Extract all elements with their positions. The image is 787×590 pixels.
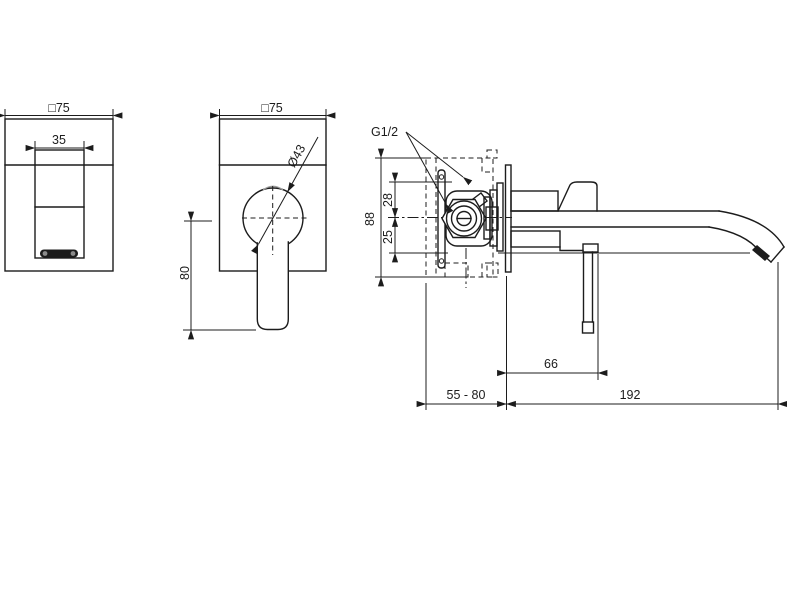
spout-aerator-outlet <box>752 245 770 261</box>
outlet-end-cap-right <box>70 251 76 256</box>
dim-label-wall-to-lever: 66 <box>544 357 558 371</box>
dimension-plate-width-left: □75 <box>0 101 123 119</box>
callout-inlet-thread: G1/2 <box>371 125 473 214</box>
dim-label-spout-reach: 192 <box>620 388 641 402</box>
dimension-spout-width: 35 <box>25 133 94 152</box>
dim-label-plate-width-left: □75 <box>48 101 70 115</box>
spout-wall-plate <box>4 118 114 272</box>
dim-label-concealed-depth: 55 - 80 <box>447 388 486 402</box>
outlet-end-cap-left <box>42 251 48 256</box>
dimension-body-height: 88 <box>363 148 447 287</box>
dim-label-inlet-thread: G1/2 <box>371 125 398 139</box>
dim-label-lever-length: 80 <box>178 266 192 280</box>
dim-label-center-to-top: 28 <box>381 193 395 207</box>
dimension-spout-reach: 192 <box>497 388 787 408</box>
dimension-handle-diameter: Ø43 <box>251 136 319 254</box>
dimension-wall-to-lever: 66 <box>497 357 608 377</box>
side-installation-view: G1/2 88 28 25 66 <box>363 125 787 410</box>
spout-front-view: □75 35 <box>0 101 123 272</box>
wall-plate-side <box>504 164 512 273</box>
spout-side-profile <box>498 181 785 263</box>
dim-label-spout-width: 35 <box>52 133 66 147</box>
dimension-concealed-depth: 55 - 80 <box>416 388 516 408</box>
spout-outlet-slot <box>40 249 78 258</box>
spout-body-front <box>34 149 85 259</box>
dimension-plate-width-middle: □75 <box>210 101 336 119</box>
handle-front-view: □75 Ø43 80 <box>178 101 336 340</box>
dim-label-body-height: 88 <box>363 212 377 226</box>
handle-lever-front <box>256 241 289 331</box>
dimension-center-offsets: 28 25 <box>381 172 452 263</box>
lever-side-profile <box>510 230 599 334</box>
threaded-flange-stack <box>483 182 504 252</box>
dim-label-plate-width-middle: □75 <box>261 101 283 115</box>
dimension-lever-length: 80 <box>178 211 256 340</box>
dim-label-center-to-outlet: 25 <box>381 230 395 244</box>
